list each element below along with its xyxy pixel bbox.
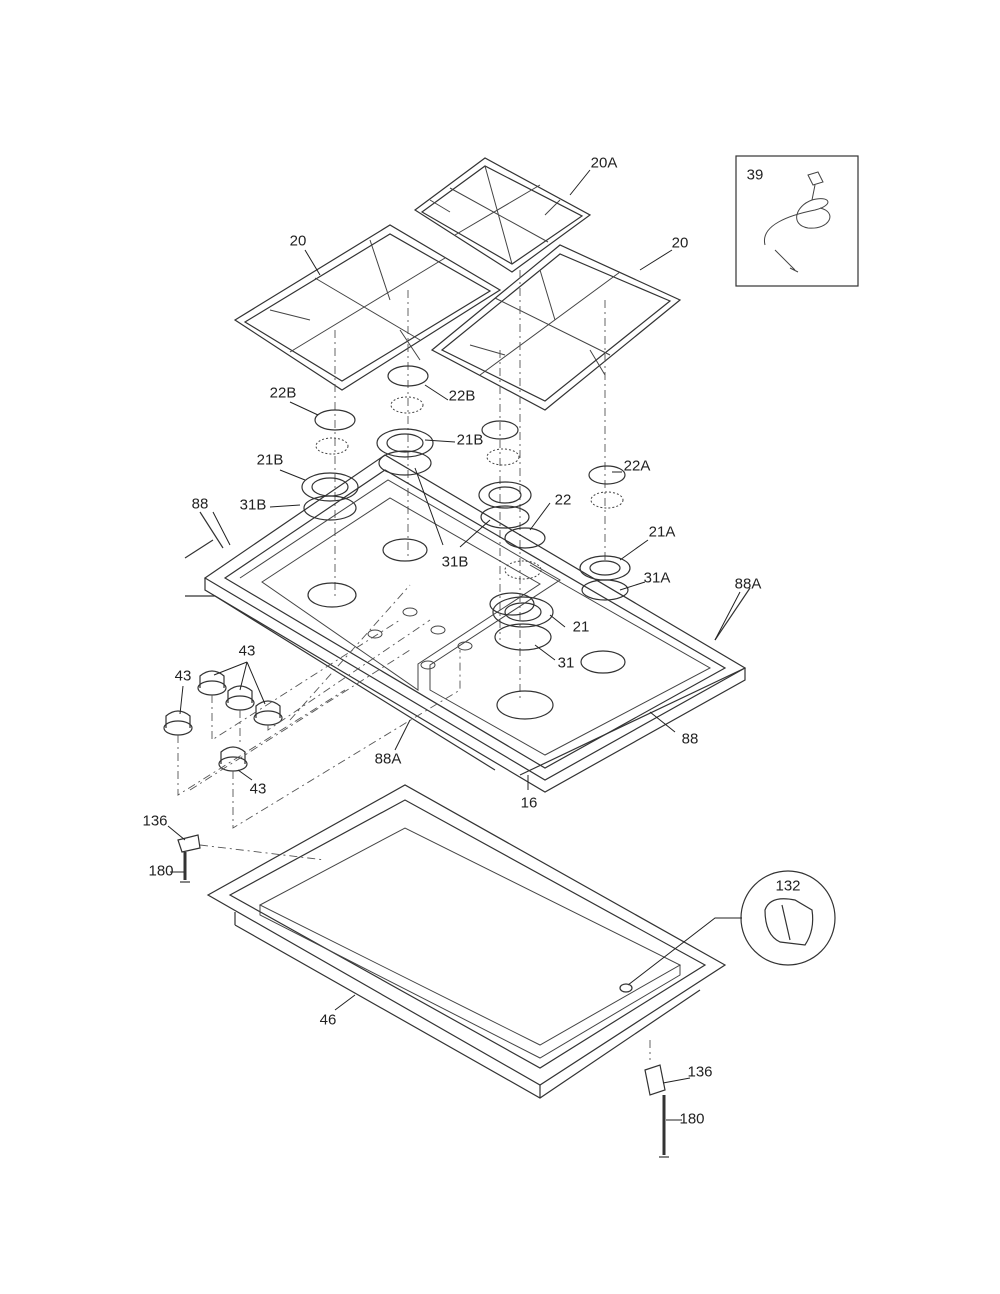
bracket-136-right [644, 1064, 666, 1096]
burner-box-46 [206, 784, 727, 1099]
label-88A-bottom: 88A [374, 750, 402, 768]
grate-20A [413, 157, 592, 273]
label-22B-mid: 22B [448, 387, 476, 405]
label-132: 132 [775, 877, 801, 895]
label-16: 16 [520, 794, 538, 812]
knobs-43 [163, 670, 283, 772]
label-43-left: 43 [174, 667, 192, 685]
label-21A: 21A [648, 523, 676, 541]
screw-180-right [659, 1095, 669, 1158]
bracket-136-left [177, 834, 201, 853]
label-46: 46 [319, 1011, 337, 1029]
label-22: 22 [554, 491, 572, 509]
label-20A: 20A [590, 154, 618, 172]
label-31: 31 [557, 654, 575, 672]
burner-caps [314, 365, 626, 549]
grate-20-left [233, 224, 502, 391]
label-88-left: 88 [191, 495, 209, 513]
label-88-right: 88 [681, 730, 699, 748]
label-43-top: 43 [238, 642, 256, 660]
screw-180-left [180, 852, 190, 883]
label-20-left: 20 [289, 232, 307, 250]
label-43-bottom: 43 [249, 780, 267, 798]
label-180-right: 180 [679, 1110, 705, 1128]
label-31B-mid: 31B [441, 553, 469, 571]
label-136-left: 136 [142, 812, 168, 830]
label-31A: 31A [643, 569, 671, 587]
label-21B-left: 21B [256, 451, 284, 469]
power-cord-inset [735, 155, 859, 287]
burner-heads [301, 396, 631, 651]
label-136-right: 136 [687, 1063, 713, 1081]
label-39: 39 [746, 166, 764, 184]
grate-20-right [430, 244, 682, 411]
label-21: 21 [572, 618, 590, 636]
label-21B-mid: 21B [456, 431, 484, 449]
label-180-left: 180 [148, 862, 174, 880]
label-22A: 22A [623, 457, 651, 475]
clip-132-inset [619, 870, 836, 993]
label-31B-left: 31B [239, 496, 267, 514]
label-22B-left: 22B [269, 384, 297, 402]
label-88A-right: 88A [734, 575, 762, 593]
label-20-right: 20 [671, 234, 689, 252]
